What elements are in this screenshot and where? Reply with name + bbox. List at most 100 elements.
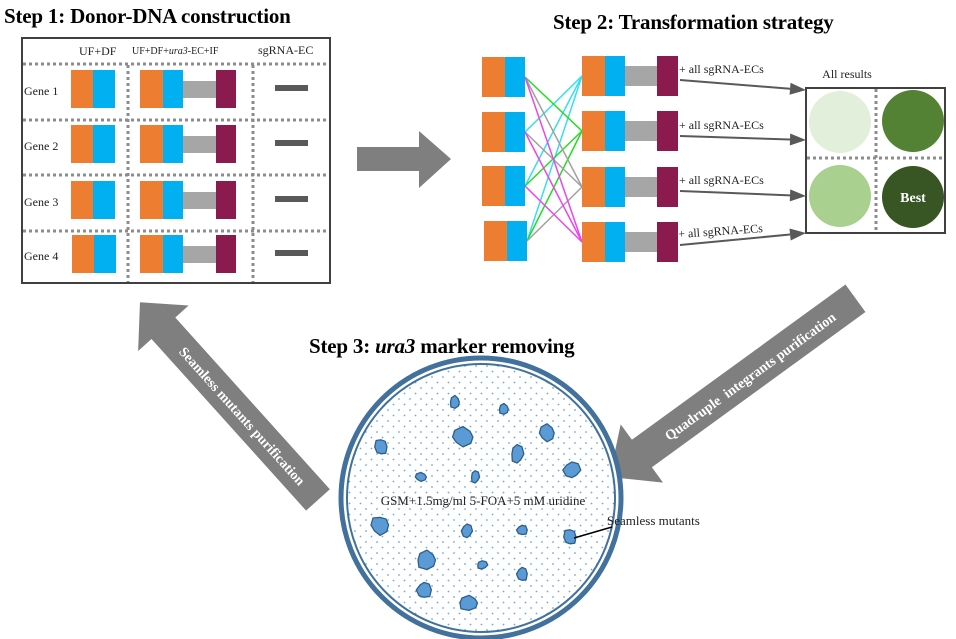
colony [498, 402, 509, 415]
df-fragment [605, 222, 625, 262]
gene-row: Gene 3 [24, 181, 308, 219]
colony [374, 439, 388, 455]
step1-grid [23, 62, 329, 282]
crossing-line [524, 131, 583, 243]
gene-label: Gene 1 [24, 84, 58, 98]
gene-label: Gene 3 [24, 195, 58, 209]
step3-title-prefix: Step 3: [309, 334, 376, 358]
df-fragment [93, 70, 115, 108]
sgrna-arrow: + all sgRNA-ECs [679, 62, 806, 95]
uf-fragment [140, 235, 163, 273]
colony [415, 581, 433, 598]
best-label: Best [900, 191, 926, 206]
colony [414, 471, 428, 483]
colony [515, 566, 528, 581]
colony [511, 443, 525, 464]
sgrna-label: + all sgRNA-ECs [679, 62, 764, 76]
uf-fragment [484, 221, 507, 261]
step1-title-text: Step 1: Donor-DNA construction [4, 4, 291, 28]
df-fragment [163, 235, 183, 273]
sgrna-arrow: + all sgRNA-ECs [679, 173, 806, 202]
df-fragment [507, 221, 527, 261]
ura3-ec-fragment [183, 81, 216, 98]
df-fragment [505, 166, 525, 206]
uf-fragment [582, 167, 605, 207]
petri-dish: GSM+1.5mg/ml 5-FOA+5 mM uridine Seamless… [338, 355, 700, 639]
sgrna-ec-fragment [275, 250, 308, 256]
arrow-step2-to-step3: Quadruple integrants purification [609, 284, 866, 483]
arrow-shaft [150, 316, 330, 511]
if-fragment [216, 70, 236, 108]
uf-fragment [582, 56, 605, 96]
step2-title: Step 2: Transformation strategy [553, 10, 834, 35]
arrow-head [789, 82, 806, 95]
crossing-line [526, 130, 583, 242]
gene-row: Gene 4 [24, 235, 308, 273]
arrow-shaft [631, 284, 866, 468]
step3-title-suffix: marker removing [415, 334, 575, 358]
if-fragment [657, 111, 678, 151]
sgrna-ec-fragment [275, 140, 308, 146]
df-fragment [505, 57, 525, 97]
colony [515, 524, 528, 536]
callout-line [573, 526, 613, 539]
arrow-label-seamless: Seamless mutants purification [175, 345, 307, 489]
arrow-line [679, 233, 791, 246]
results-box [805, 87, 946, 234]
step1-table: UF+DF UF+DF+ura3-EC+IF sgRNA-EC Gene 1Ge… [21, 37, 331, 284]
colony [451, 425, 474, 448]
uf-fragment [482, 166, 505, 206]
colony [538, 423, 555, 443]
df-fragment [93, 125, 115, 163]
crossing-line [524, 185, 583, 243]
uf-fragment [140, 70, 163, 108]
sgrna-arrow: + all sgRNA-ECs [678, 221, 806, 246]
step2-panel: + all sgRNA-ECs + all sgRNA-ECs + all sgRN… [482, 56, 946, 262]
ura3-ec-fragment [625, 66, 658, 86]
results-title: All results [822, 67, 872, 81]
colony [470, 470, 481, 484]
step3-title-gene: ura3 [375, 334, 416, 358]
step1-border [21, 37, 331, 284]
column-header-donor: UF+DF+ura3-EC+IF [132, 46, 219, 57]
if-fragment [657, 222, 678, 262]
result-plate-best [882, 166, 944, 228]
colonies [370, 394, 582, 612]
arrow-line [679, 79, 791, 90]
df-fragment [163, 125, 183, 163]
arrow-head [789, 189, 806, 202]
callout-seamless-mutants: Seamless mutants [607, 513, 700, 528]
uf-fragment [482, 112, 505, 152]
crossing-line [524, 76, 583, 132]
gene-label: Gene 4 [24, 249, 58, 263]
colony [417, 549, 437, 571]
construct-row [582, 222, 678, 262]
uf-fragment [71, 70, 93, 108]
arrow-head [789, 228, 806, 241]
df-fragment [605, 111, 625, 151]
step1-title: Step 1: Donor-DNA construction [4, 4, 291, 29]
sgrna-label: + all sgRNA-ECs [679, 173, 764, 187]
uf-fragment [582, 111, 605, 151]
left-fragments [482, 57, 527, 261]
if-fragment [657, 167, 678, 207]
df-fragment [163, 181, 183, 219]
if-fragment [216, 235, 236, 273]
step3-title: Step 3: ura3 marker removing [309, 334, 575, 359]
arrow-line [679, 190, 791, 197]
colony [477, 560, 489, 570]
step2-title-text: Step 2: Transformation strategy [553, 10, 834, 34]
if-fragment [657, 56, 678, 96]
ura3-ec-fragment [183, 136, 216, 153]
crossing-lines [524, 75, 583, 243]
sgrna-label: + all sgRNA-ECs [679, 118, 764, 132]
gene-row: Gene 2 [24, 125, 308, 163]
sgrna-ec-fragment [275, 196, 308, 202]
df-fragment [605, 56, 625, 96]
result-plate-3 [809, 165, 871, 227]
right-constructs [582, 56, 678, 262]
medium-label: GSM+1.5mg/ml 5-FOA+5 mM uridine [381, 493, 586, 508]
arrow-line [679, 135, 791, 141]
arrow-step3-to-step1: Seamless mutants purification [138, 302, 330, 511]
